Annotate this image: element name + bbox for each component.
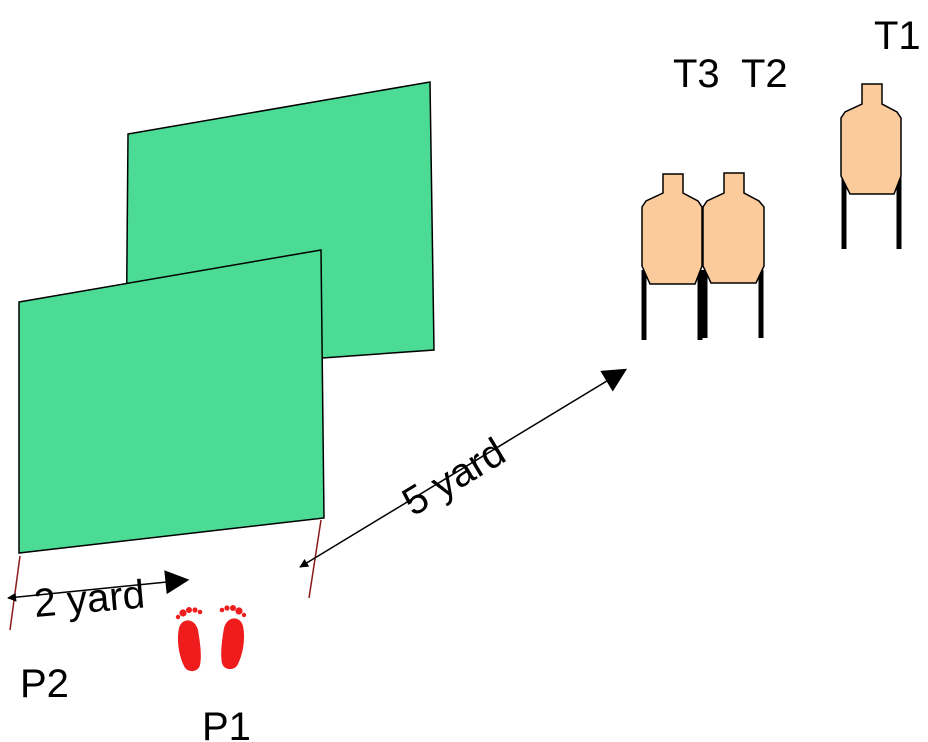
distance-arrow-5-yard [299, 368, 628, 568]
label-t3: T3 [673, 52, 720, 96]
label-distance-2-yard: 2 yard [32, 572, 147, 626]
distance-arrow-2-yard [7, 570, 190, 602]
footprints-icon [175, 605, 247, 672]
label-t1: T1 [874, 14, 921, 58]
silhouette-target-icon [641, 173, 703, 340]
label-p1: P1 [202, 705, 251, 742]
label-p2: P2 [20, 662, 69, 706]
label-t2: T2 [741, 52, 788, 96]
target-t3 [641, 173, 703, 340]
target-t1 [840, 83, 902, 249]
barrier-front [18, 249, 325, 554]
silhouette-target-icon [702, 172, 765, 338]
label-distance-5-yard: 5 yard [395, 430, 513, 525]
dimension-tick-right [308, 519, 322, 599]
dimension-tick-left [9, 555, 21, 631]
target-t2 [702, 172, 765, 338]
silhouette-target-icon [840, 83, 902, 249]
